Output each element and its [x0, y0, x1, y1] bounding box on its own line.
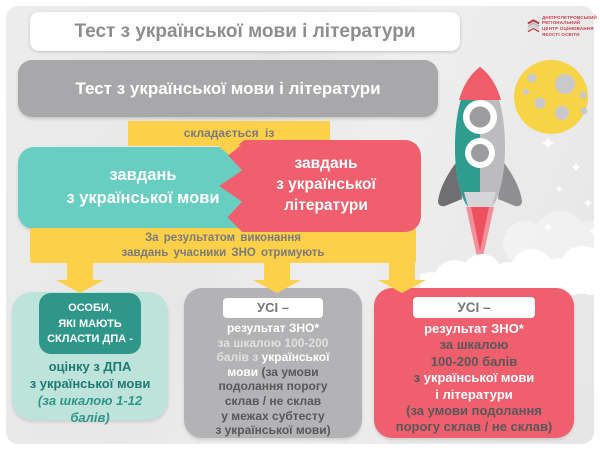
zno-language-line: склав / не склав [224, 393, 322, 408]
dpa-body-line: з української мови [29, 376, 151, 391]
down-triangle-icon [217, 145, 241, 155]
outcome-dpa-box: ОСОБИ, ЯКІ МАЮТЬ СКЛАСТИ ДПА - оцінку з … [12, 292, 168, 425]
text-segment: (за умови [258, 364, 319, 379]
rocket-nose [459, 67, 501, 100]
dpa-body-line: оцінку з ДПА [48, 359, 132, 374]
zno-language-line: результат ЗНО* [184, 321, 362, 336]
book-logo-icon [527, 19, 540, 33]
zno-literature-line: порогу склав / не склав) [395, 419, 553, 435]
language-tasks-line: з української мови [66, 189, 220, 207]
zno-language-line: у межах субтесту [221, 408, 325, 423]
text-segment: результат ЗНО* [226, 321, 320, 335]
center-logo: ДНІПРОПЕТРОВСЬКИЙ РЕГІОНАЛЬНИЙ ЦЕНТР ОЦІ… [527, 7, 597, 45]
result-banner: За результатом виконання завдань учасник… [30, 228, 416, 263]
literature-tasks-line: з української [276, 176, 376, 193]
rocket-window-glass [471, 144, 489, 162]
dpa-body-text: оцінку з ДПА з української мови (за шкал… [12, 358, 168, 426]
zno-literature-line: з української мови [374, 370, 574, 386]
down-arrow-icon [253, 261, 301, 293]
down-arrow-icon [378, 261, 426, 293]
outcome-zno-literature-box: УСІ – результат ЗНО* за шкалою 100-200 б… [374, 288, 574, 438]
rocket-fin-right [498, 160, 522, 207]
zno-language-line: з української мови) [215, 423, 331, 438]
literature-tasks-line: літератури [284, 197, 368, 214]
text-segment: за шкалою 100-200 [217, 335, 329, 350]
zno-literature-line: результат ЗНО* [424, 321, 524, 336]
page-title: Тест з української мови і літератури [30, 12, 460, 51]
all-participants-label: УСІ – [413, 297, 535, 318]
zno-literature-line: за шкалою [439, 337, 509, 353]
test-title-box: Тест з української мови і літератури [18, 60, 438, 117]
text-segment: балів з [216, 350, 262, 365]
logo-text-line: РЕГІОНАЛЬНИЙ [542, 20, 581, 26]
logo-text-line: ЦЕНТР ОЦІНЮВАННЯ [542, 26, 594, 31]
cloud-shape [420, 246, 600, 295]
logo-text: ДНІПРОПЕТРОВСЬКИЙ РЕГІОНАЛЬНИЙ ЦЕНТР ОЦІ… [542, 15, 597, 37]
zno-language-line: балів з української [184, 350, 362, 365]
rocket-skirt [464, 192, 496, 207]
rocket-fin-left [438, 160, 462, 207]
dpa-body-line: (за шкалою 1-12 [37, 393, 143, 408]
logo-text-line: ДНІПРОПЕТРОВСЬКИЙ [542, 14, 597, 20]
all-participants-label: УСІ – [223, 298, 323, 318]
dpa-header-line: СКЛАСТИ ДПА - [47, 333, 133, 345]
zno-literature-line: 100-200 балів [430, 353, 518, 369]
rocket-icon [438, 67, 522, 270]
dpa-header-line: ОСОБИ, [68, 302, 112, 314]
zno-language-line: подолання порогу [218, 379, 328, 394]
dpa-header-line: ЯКІ МАЮТЬ [58, 317, 122, 330]
text-segment: мови [227, 364, 259, 379]
rocket-window-glass [469, 106, 491, 128]
dpa-header-box: ОСОБИ, ЯКІ МАЮТЬ СКЛАСТИ ДПА - [39, 293, 141, 354]
logo-text-line: ЯКОСТІ ОСВІТИ [542, 31, 580, 37]
zno-literature-line: (за умови подолання [406, 403, 542, 419]
language-tasks-line: завдань [109, 166, 177, 184]
dpa-body-line: балів) [70, 410, 110, 425]
result-banner-line: За результатом виконання [144, 232, 302, 244]
rocket-flame-core [471, 207, 489, 251]
zno-literature-line: і літератури [435, 386, 513, 402]
text-segment: української [261, 350, 330, 365]
zno-language-line: мови (за умови [184, 365, 362, 380]
literature-tasks-line: завдань [294, 155, 358, 172]
language-tasks-box: завдань з української мови [18, 147, 268, 229]
zno-language-text: результат ЗНО* за шкалою 100-200 балів з… [184, 321, 362, 438]
text-segment: української мови [423, 370, 535, 386]
result-banner-line: завдань учасники ЗНО отримують [121, 246, 325, 259]
down-arrow-icon [56, 261, 104, 293]
zno-language-line: за шкалою 100-200 [184, 336, 362, 351]
rocket-illustration [420, 60, 600, 295]
literature-tasks-box: завдань з української літератури [219, 140, 421, 232]
zno-literature-text: результат ЗНО* за шкалою 100-200 балів з… [374, 321, 574, 436]
moon-icon [514, 60, 588, 134]
text-segment: з [413, 370, 424, 386]
outcome-zno-language-box: УСІ – результат ЗНО* за шкалою 100-200 б… [184, 288, 362, 438]
